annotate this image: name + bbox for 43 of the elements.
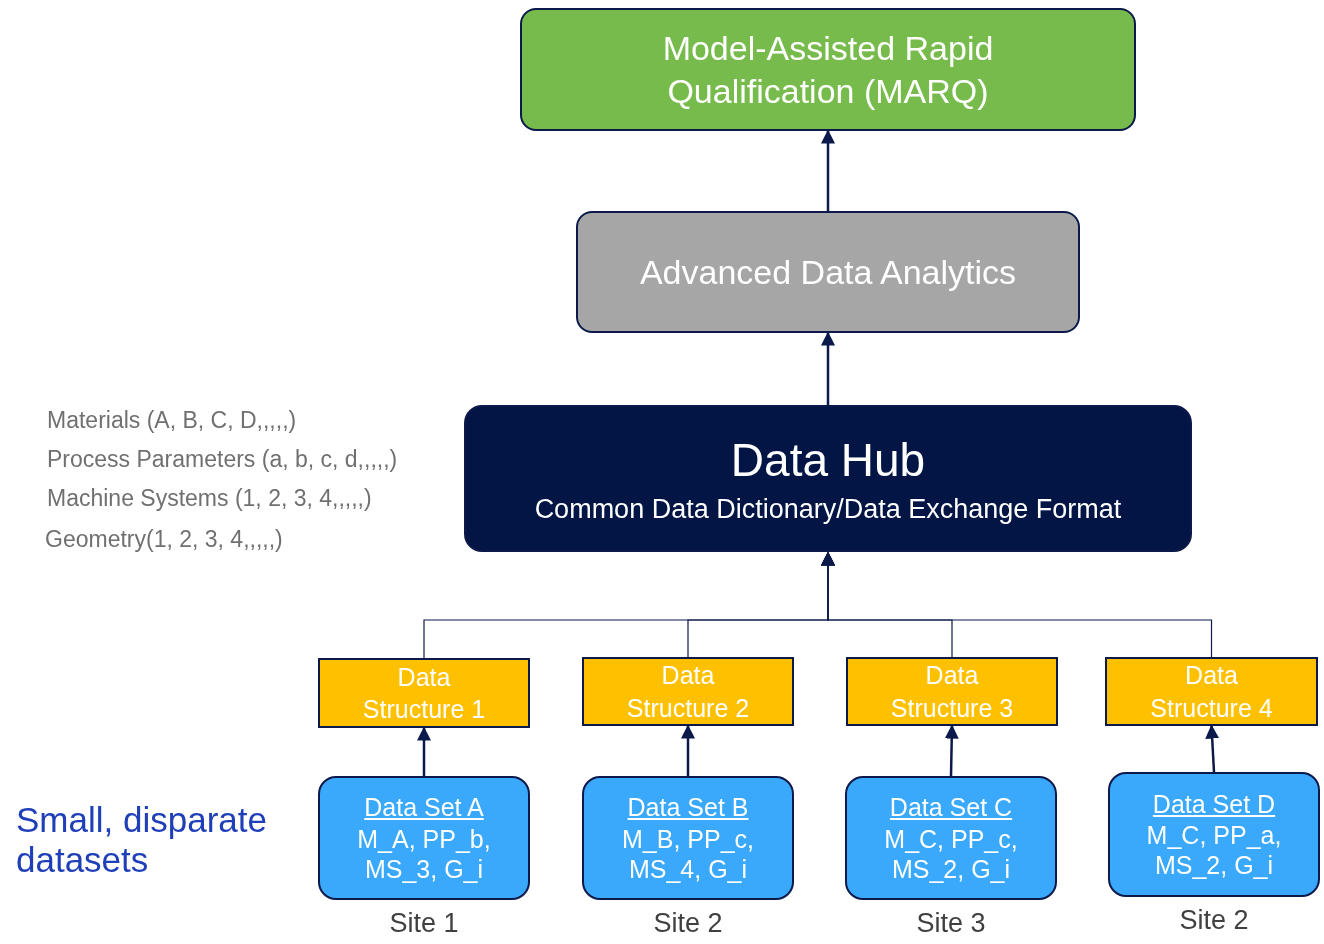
hub-box: [464, 405, 1192, 552]
site-label: Site 1: [388, 908, 460, 939]
arrow: [417, 726, 431, 776]
parameter-label: Machine Systems (1, 2, 3, 4,,,,,): [47, 485, 372, 512]
node-subtitle: M_C, PP_c, MS_2, G_i: [883, 823, 1019, 884]
site-label: Site 2: [652, 908, 724, 939]
node-title: Model-Assisted Rapid Qualification (MARQ): [661, 28, 995, 112]
arrow: [821, 331, 835, 405]
side-note: Small, disparate datasets: [16, 800, 268, 881]
structure-box: [1105, 657, 1318, 726]
node-title: Data Structure 4: [1149, 660, 1274, 724]
parameter-label: Process Parameters (a, b, c, d,,,,,): [47, 446, 398, 473]
dataset-box: [845, 776, 1057, 900]
dataset-box: [582, 776, 794, 900]
dataset-box: [1108, 772, 1320, 897]
arrow: [1205, 724, 1220, 773]
node-title: Data Structure 1: [361, 661, 487, 725]
node-title: Advanced Data Analytics: [639, 251, 1017, 293]
node-title: Data Set A: [364, 792, 484, 824]
process-box: [576, 211, 1080, 333]
parameter-label: Geometry(1, 2, 3, 4,,,,,): [45, 526, 283, 553]
node-subtitle: Common Data Dictionary/Data Exchange Format: [534, 493, 1122, 526]
arrow: [681, 724, 695, 776]
structure-box: [846, 657, 1058, 726]
site-label: Site 3: [915, 908, 987, 939]
goal-box: [520, 8, 1136, 131]
node-subtitle: M_B, PP_c, MS_4, G_i: [621, 823, 755, 884]
structure-box: [582, 657, 794, 726]
node-subtitle: M_A, PP_b, MS_3, G_i: [356, 823, 492, 884]
arrow: [944, 724, 959, 777]
node-title: Data Structure 3: [889, 660, 1015, 724]
node-title: Data Set C: [889, 792, 1013, 824]
node-subtitle: M_C, PP_a, MS_2, G_i: [1145, 820, 1283, 881]
node-title: Data Hub: [730, 432, 926, 488]
parameter-label: Materials (A, B, C, D,,,,,): [47, 407, 297, 434]
arrow: [821, 551, 1213, 658]
site-label: Site 2: [1178, 905, 1250, 936]
node-title: Data Set D: [1152, 788, 1276, 820]
node-title: Data Structure 2: [625, 660, 751, 724]
arrow: [821, 129, 835, 211]
structure-box: [318, 658, 530, 728]
dataset-box: [318, 776, 530, 900]
node-title: Data Set B: [627, 792, 749, 824]
